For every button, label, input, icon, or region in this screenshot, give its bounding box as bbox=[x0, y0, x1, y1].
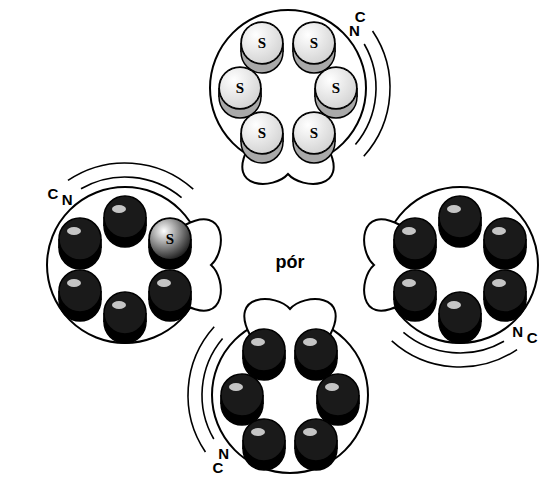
terminus-label: N bbox=[218, 445, 229, 460]
helix-cylinder bbox=[104, 196, 146, 247]
helix-cylinder bbox=[295, 419, 337, 470]
n-terminus-tail bbox=[355, 44, 376, 145]
helix-cylinder bbox=[241, 22, 283, 73]
helix-cylinder bbox=[59, 218, 101, 269]
subunit bbox=[364, 187, 538, 367]
subunit-outline bbox=[210, 10, 366, 166]
helix-name: S bbox=[236, 81, 244, 96]
helix-cylinder bbox=[149, 218, 191, 269]
helix-cylinder bbox=[484, 218, 526, 269]
terminus-label: C bbox=[47, 185, 58, 200]
helix-cylinder bbox=[394, 270, 436, 321]
helix-cylinder bbox=[243, 419, 285, 470]
terminus-label: C bbox=[527, 330, 538, 345]
n-terminus-tail bbox=[202, 338, 223, 439]
c-terminus-tail bbox=[188, 327, 214, 452]
subunit bbox=[47, 163, 221, 343]
helix-cylinder bbox=[293, 22, 335, 73]
subunit-outline bbox=[47, 187, 203, 343]
terminus-label: C bbox=[355, 8, 366, 23]
helix-cylinder bbox=[315, 67, 357, 118]
terminus-label: C bbox=[212, 460, 223, 475]
helix-cylinder bbox=[221, 374, 263, 425]
helix-name: S bbox=[310, 36, 318, 51]
c-terminus-tail bbox=[392, 341, 517, 367]
helix-name: S bbox=[332, 81, 340, 96]
helix-cylinder bbox=[295, 329, 337, 380]
subunit bbox=[188, 299, 368, 473]
n-terminus-tail bbox=[81, 177, 182, 198]
helix-name: S bbox=[258, 126, 266, 141]
helix-cylinder bbox=[243, 329, 285, 380]
helix-cylinder bbox=[219, 67, 261, 118]
helix-top: S bbox=[149, 218, 191, 260]
helix-top: S bbox=[293, 22, 335, 64]
helix-cylinder bbox=[104, 292, 146, 343]
helix-cylinder bbox=[484, 270, 526, 321]
helix-cylinder bbox=[317, 374, 359, 425]
helix-cylinder bbox=[439, 196, 481, 247]
terminus-label: N bbox=[349, 23, 360, 38]
helix-cylinder bbox=[439, 292, 481, 343]
c-terminus-tail bbox=[68, 163, 193, 189]
helix-top: S bbox=[315, 67, 357, 109]
helix-cylinder bbox=[293, 112, 335, 163]
terminus-label: N bbox=[512, 324, 523, 339]
helix-cylinder bbox=[394, 218, 436, 269]
helix-name: S bbox=[310, 126, 318, 141]
helix-top: S bbox=[219, 67, 261, 109]
c-terminus-tail bbox=[364, 31, 390, 156]
subunit-outline bbox=[382, 187, 538, 343]
helix-top: S bbox=[293, 112, 335, 154]
helix-cylinder bbox=[59, 270, 101, 321]
helix-name: S bbox=[258, 36, 266, 51]
subunit bbox=[210, 10, 390, 184]
helix-top: S bbox=[241, 112, 283, 154]
helix-top: S bbox=[241, 22, 283, 64]
helix-name: S bbox=[166, 232, 174, 247]
pore-label: pór bbox=[276, 253, 305, 271]
subunit-outline bbox=[212, 317, 368, 473]
helix-cylinder bbox=[149, 270, 191, 321]
helix-cylinder bbox=[241, 112, 283, 163]
terminus-label: N bbox=[62, 191, 73, 206]
